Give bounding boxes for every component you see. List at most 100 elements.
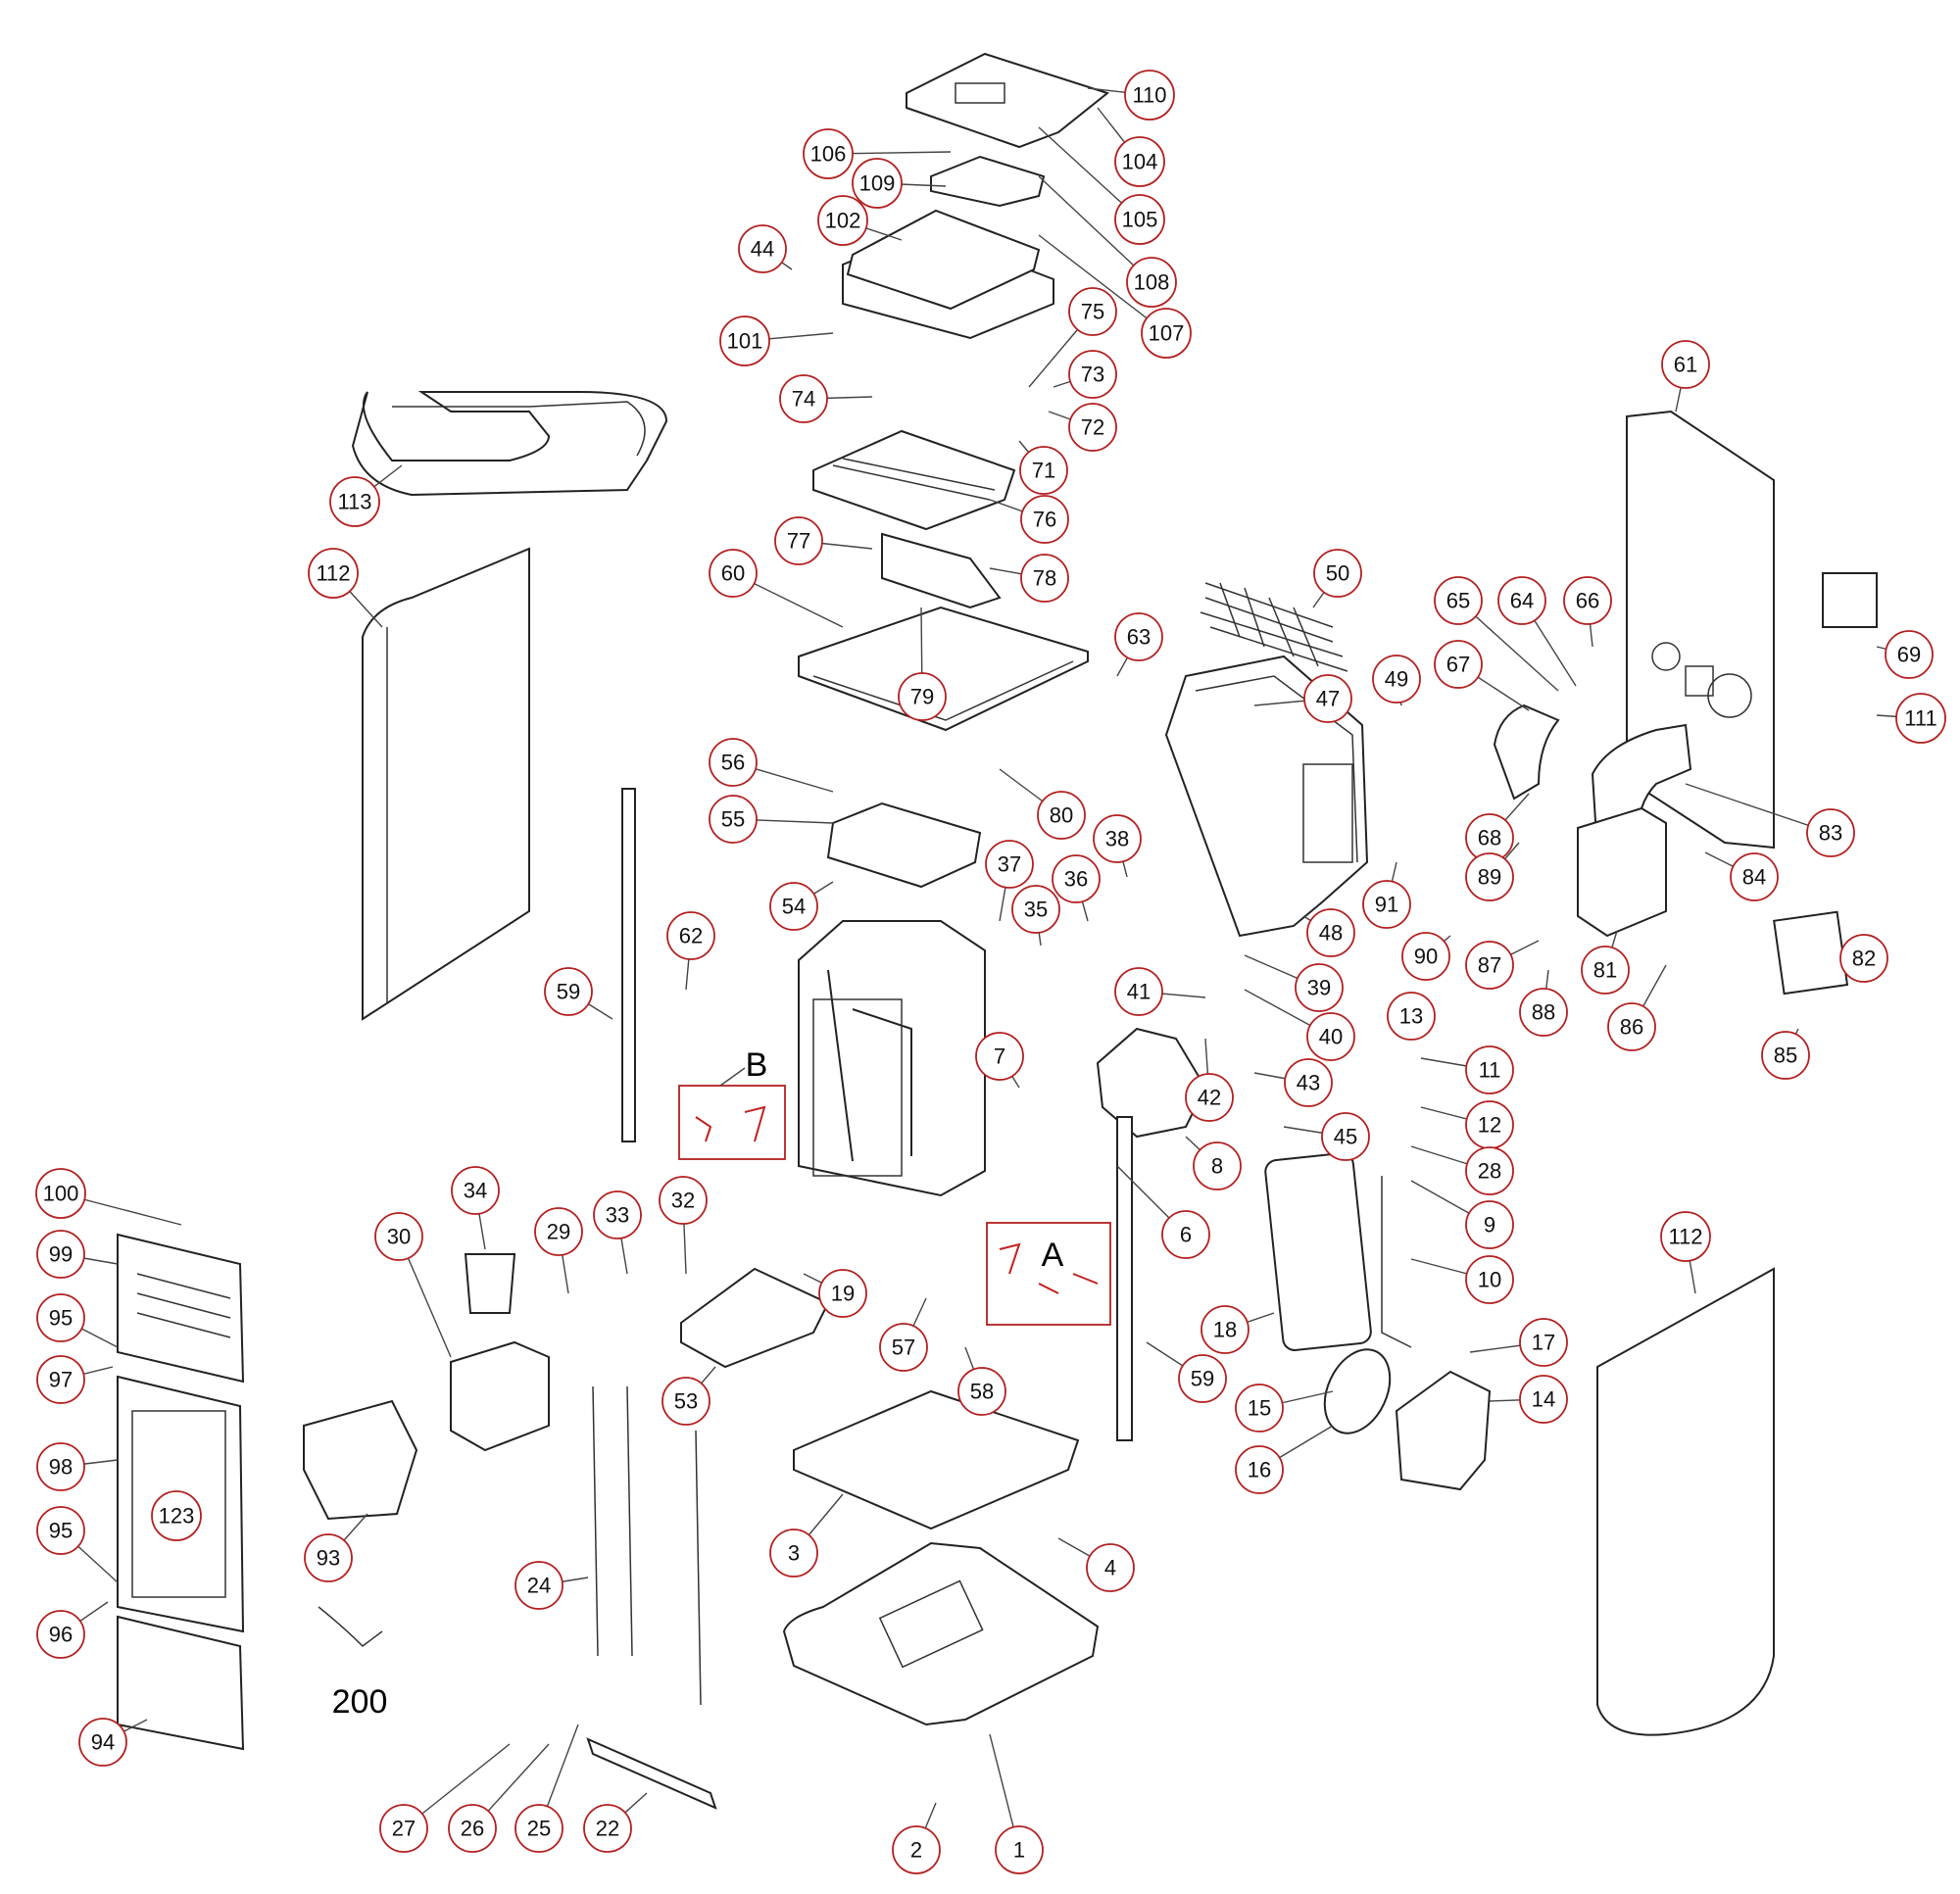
part-bubble-82	[1839, 934, 1888, 983]
part-bubble-2	[892, 1825, 941, 1874]
part-bubble-53	[662, 1377, 710, 1426]
part-bubble-11	[1465, 1045, 1514, 1094]
part-number-12: 12	[1478, 1113, 1501, 1138]
part-number-8: 8	[1211, 1154, 1223, 1179]
part-bubble-111	[1895, 693, 1946, 744]
part-bubble-110	[1124, 70, 1175, 121]
part-number-60: 60	[721, 561, 745, 586]
leader-line-108	[1038, 175, 1152, 283]
part-number-42: 42	[1198, 1086, 1221, 1110]
part-bubble-27	[379, 1804, 428, 1853]
part-bubble-74	[779, 374, 828, 423]
part-bubble-106	[803, 128, 854, 179]
part-number-13: 13	[1399, 1004, 1423, 1029]
part-bubble-15	[1235, 1384, 1284, 1433]
part-number-101: 101	[727, 329, 763, 354]
part-number-111: 111	[1904, 706, 1936, 731]
part-number-59: 59	[1191, 1367, 1214, 1391]
part-bubble-104	[1114, 136, 1165, 187]
base-tray	[782, 1541, 1100, 1726]
upper-cover	[846, 209, 1041, 311]
part-number-57: 57	[892, 1336, 915, 1360]
part-bubble-97	[36, 1355, 85, 1404]
part-bubble-91	[1362, 880, 1411, 929]
pellet-hopper	[1164, 655, 1369, 938]
part-number-80: 80	[1050, 803, 1073, 828]
part-bubble-25	[514, 1804, 564, 1853]
part-bubble-79	[898, 672, 947, 721]
part-number-87: 87	[1478, 953, 1501, 978]
part-bubble-40	[1306, 1012, 1355, 1061]
part-bubble-39	[1295, 963, 1344, 1012]
detail-box-a	[986, 1222, 1111, 1326]
part-number-34: 34	[464, 1179, 487, 1203]
part-bubble-105	[1114, 194, 1165, 245]
top-lid	[906, 52, 1110, 149]
part-number-109: 109	[859, 171, 896, 196]
part-bubble-81	[1581, 946, 1630, 995]
part-number-82: 82	[1852, 947, 1876, 971]
part-bubble-3	[769, 1529, 818, 1578]
part-bubble-62	[666, 911, 715, 960]
part-number-19: 19	[831, 1282, 855, 1306]
part-bubble-16	[1235, 1445, 1284, 1494]
part-bubble-66	[1563, 576, 1612, 625]
part-bubble-9	[1465, 1200, 1514, 1249]
part-number-95: 95	[49, 1519, 73, 1543]
part-number-90: 90	[1414, 945, 1438, 969]
part-number-14: 14	[1532, 1387, 1555, 1412]
part-number-16: 16	[1248, 1458, 1271, 1482]
part-bubble-45	[1321, 1112, 1370, 1161]
part-bubble-73	[1068, 350, 1117, 399]
service-tool	[318, 1606, 383, 1647]
part-number-37: 37	[998, 852, 1021, 877]
part-bubble-44	[738, 224, 787, 273]
part-bubble-38	[1093, 814, 1142, 863]
part-bubble-50	[1313, 549, 1362, 598]
part-number-30: 30	[387, 1225, 411, 1249]
part-number-97: 97	[49, 1368, 73, 1392]
part-number-112: 112	[1668, 1225, 1702, 1249]
detail-label-a: A	[1042, 1237, 1064, 1274]
circulation-pump	[1395, 1370, 1492, 1491]
part-number-74: 74	[792, 387, 815, 412]
part-bubble-48	[1306, 908, 1355, 957]
part-number-58: 58	[970, 1380, 994, 1404]
part-number-56: 56	[721, 751, 745, 775]
agitator-shaft	[586, 1737, 717, 1810]
part-bubble-54	[769, 882, 818, 931]
right-side-panel	[1596, 1267, 1775, 1736]
part-number-48: 48	[1319, 921, 1343, 946]
part-number-91: 91	[1375, 893, 1398, 917]
part-number-108: 108	[1134, 270, 1170, 295]
part-bubble-69	[1885, 630, 1934, 679]
part-number-55: 55	[721, 807, 745, 832]
part-number-22: 22	[596, 1817, 619, 1841]
part-number-2: 2	[910, 1838, 922, 1863]
part-number-65: 65	[1446, 589, 1470, 613]
part-number-79: 79	[910, 685, 934, 709]
part-number-99: 99	[49, 1242, 73, 1267]
rear-cover-plate	[1822, 572, 1878, 628]
part-bubble-24	[514, 1561, 564, 1610]
part-number-33: 33	[606, 1203, 629, 1228]
part-bubble-26	[448, 1804, 497, 1853]
part-bubble-57	[879, 1323, 928, 1372]
detail-callouts: B A 200	[332, 1046, 1111, 1721]
part-bubble-65	[1434, 576, 1483, 625]
fan-bar	[881, 532, 1002, 609]
part-bubble-34	[451, 1166, 500, 1215]
part-number-71: 71	[1032, 459, 1055, 483]
part-number-94: 94	[91, 1730, 115, 1755]
part-bubble-98	[36, 1442, 85, 1491]
part-number-4: 4	[1104, 1556, 1116, 1580]
part-bubble-95	[36, 1293, 85, 1342]
part-bubble-10	[1465, 1255, 1514, 1304]
part-bubble-100	[35, 1168, 86, 1219]
part-bubble-35	[1011, 885, 1060, 934]
part-number-53: 53	[674, 1389, 698, 1414]
part-number-25: 25	[527, 1817, 551, 1841]
part-bubble-112	[308, 548, 359, 599]
part-bubble-22	[583, 1804, 632, 1853]
part-number-88: 88	[1532, 1000, 1555, 1025]
